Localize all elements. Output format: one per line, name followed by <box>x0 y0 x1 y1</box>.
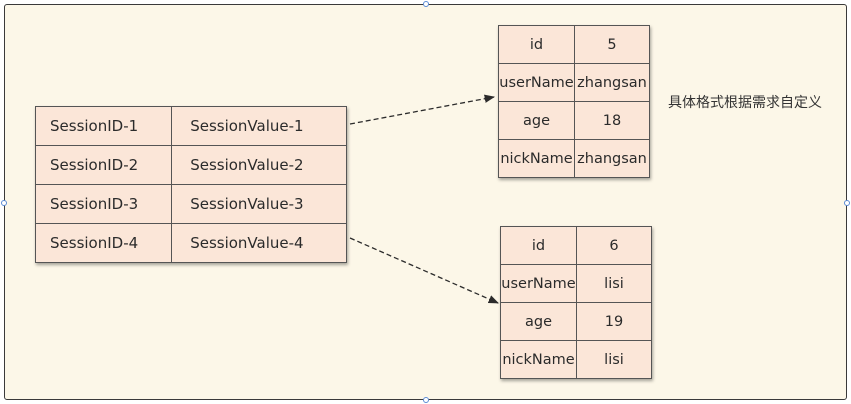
field-value-cell: 6 <box>576 226 652 265</box>
table-row: id 5 <box>498 25 650 64</box>
note-text: 具体格式根据需求自定义 <box>668 95 822 111</box>
field-key-cell: id <box>500 226 577 265</box>
field-value-cell: zhangsan <box>574 63 650 102</box>
table-row: SessionID-4 SessionValue-4 <box>34 223 347 263</box>
field-key-cell: age <box>498 101 575 140</box>
session-id-cell: SessionID-4 <box>34 223 173 263</box>
resize-handle-bottom[interactable] <box>423 397 429 403</box>
table-row: nickName zhangsan <box>498 139 650 178</box>
table-row: SessionID-1 SessionValue-1 <box>34 106 347 146</box>
field-value-cell: zhangsan <box>574 139 650 178</box>
arrow-to-user-2 <box>349 237 499 304</box>
resize-handle-right[interactable] <box>844 200 850 206</box>
session-id-cell: SessionID-3 <box>34 184 173 224</box>
table-row: age 19 <box>500 302 652 341</box>
field-key-cell: age <box>500 302 577 341</box>
table-row: userName lisi <box>500 264 652 303</box>
table-row: age 18 <box>498 101 650 140</box>
table-row: userName zhangsan <box>498 63 650 102</box>
session-id-cell: SessionID-2 <box>34 145 173 185</box>
session-value-cell: SessionValue-3 <box>171 184 347 224</box>
field-value-cell: 18 <box>574 101 650 140</box>
field-value-cell: lisi <box>576 340 652 379</box>
user-table-lisi: id 6 userName lisi age 19 nickName lisi <box>500 226 652 379</box>
table-row: nickName lisi <box>500 340 652 379</box>
user-table-zhangsan: id 5 userName zhangsan age 18 nickName z… <box>498 25 650 178</box>
resize-handle-left[interactable] <box>1 200 7 206</box>
field-key-cell: nickName <box>500 340 577 379</box>
session-value-cell: SessionValue-1 <box>171 106 347 146</box>
field-key-cell: userName <box>500 264 577 303</box>
resize-handle-top[interactable] <box>423 1 429 7</box>
table-row: id 6 <box>500 226 652 265</box>
table-row: SessionID-3 SessionValue-3 <box>34 184 347 224</box>
field-value-cell: 5 <box>574 25 650 64</box>
table-row: SessionID-2 SessionValue-2 <box>34 145 347 185</box>
session-id-cell: SessionID-1 <box>34 106 173 146</box>
field-key-cell: userName <box>498 63 575 102</box>
session-value-cell: SessionValue-2 <box>171 145 347 185</box>
session-table: SessionID-1 SessionValue-1 SessionID-2 S… <box>34 106 347 263</box>
session-value-cell: SessionValue-4 <box>171 223 347 263</box>
field-key-cell: id <box>498 25 575 64</box>
field-key-cell: nickName <box>498 139 575 178</box>
field-value-cell: lisi <box>576 264 652 303</box>
field-value-cell: 19 <box>576 302 652 341</box>
arrow-to-user-1 <box>349 94 496 125</box>
